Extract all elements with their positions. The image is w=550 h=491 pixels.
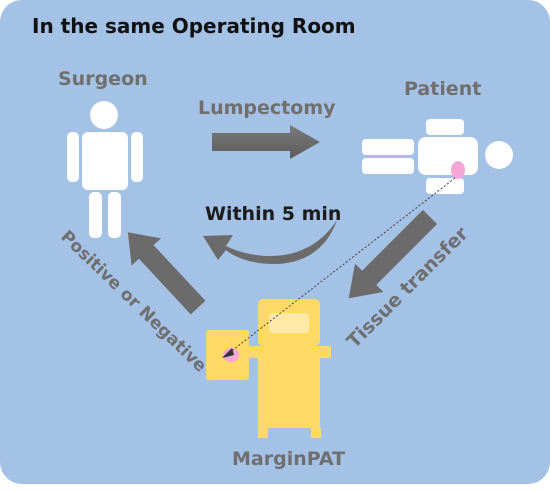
lumpectomy-label: Lumpectomy bbox=[198, 97, 336, 119]
patient-figure bbox=[362, 119, 513, 194]
diagram-title: In the same Operating Room bbox=[32, 14, 356, 38]
device-label: MarginPAT bbox=[232, 448, 346, 470]
device-screen bbox=[269, 313, 309, 333]
tissue-transfer-arrow bbox=[348, 209, 438, 299]
turnaround-label: Within 5 min bbox=[205, 203, 342, 225]
turnaround-arrow bbox=[203, 220, 337, 264]
lumpectomy-arrow bbox=[212, 125, 320, 159]
surgeon-label: Surgeon bbox=[58, 68, 148, 90]
tissue-path-arrowhead bbox=[222, 348, 234, 358]
marginpat-device bbox=[206, 299, 331, 438]
patient-label: Patient bbox=[404, 78, 482, 100]
result-arrow bbox=[127, 232, 206, 315]
surgeon-figure bbox=[67, 101, 143, 238]
tumor-marker bbox=[451, 161, 465, 179]
